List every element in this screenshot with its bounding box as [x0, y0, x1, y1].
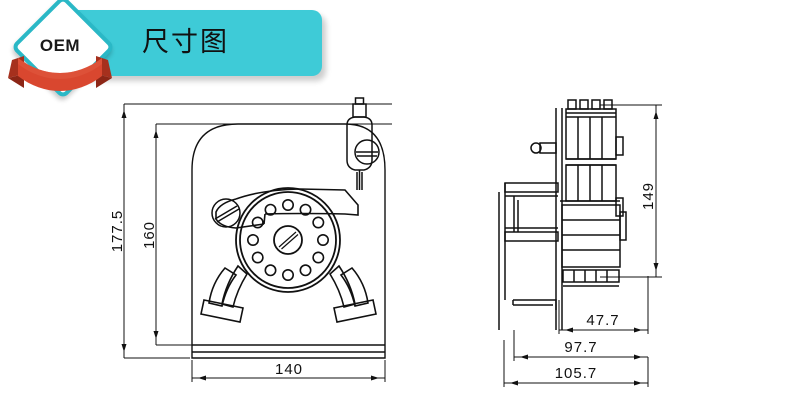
side-view-spine: [530, 108, 563, 330]
oem-badge: OEM: [8, 0, 116, 106]
dimension-label-140: 140: [275, 361, 303, 378]
front-view-lever-arm: [215, 188, 359, 229]
page-title: 尺寸图: [142, 27, 229, 57]
oem-badge-label: OEM: [39, 36, 81, 55]
side-view-tube-group: [565, 99, 617, 166]
side-view-bottom-connectors: [562, 269, 620, 287]
dimension-label-160: 160: [141, 221, 158, 249]
dimension-label-97-7: 97.7: [564, 339, 597, 356]
side-view-right-tabs: [615, 136, 627, 241]
dimension-label-47-7: 47.7: [586, 312, 619, 329]
dimension-label-149: 149: [640, 182, 657, 210]
ribbon-icon: [8, 56, 112, 91]
side-view-band-group: [561, 204, 621, 268]
front-view-left-leg: [200, 264, 249, 323]
side-view-dimension-lines: [503, 104, 662, 387]
front-view-wheel: [235, 187, 341, 293]
side-view-left-bracket: [498, 182, 559, 330]
front-view-right-leg: [328, 264, 377, 323]
wheel-hole-ring: [247, 199, 329, 281]
side-view-body: [498, 99, 627, 330]
lever-screw: [211, 198, 241, 228]
wheel-center-screw: [278, 231, 299, 250]
front-view-body: [191, 123, 386, 359]
cylinder-screw: [354, 139, 380, 165]
dimension-label-105-7: 105.7: [555, 365, 598, 382]
side-view-mid-section: [560, 164, 620, 202]
dimension-label-177-5: 177.5: [109, 210, 126, 253]
front-view-cylinder: [346, 97, 373, 190]
